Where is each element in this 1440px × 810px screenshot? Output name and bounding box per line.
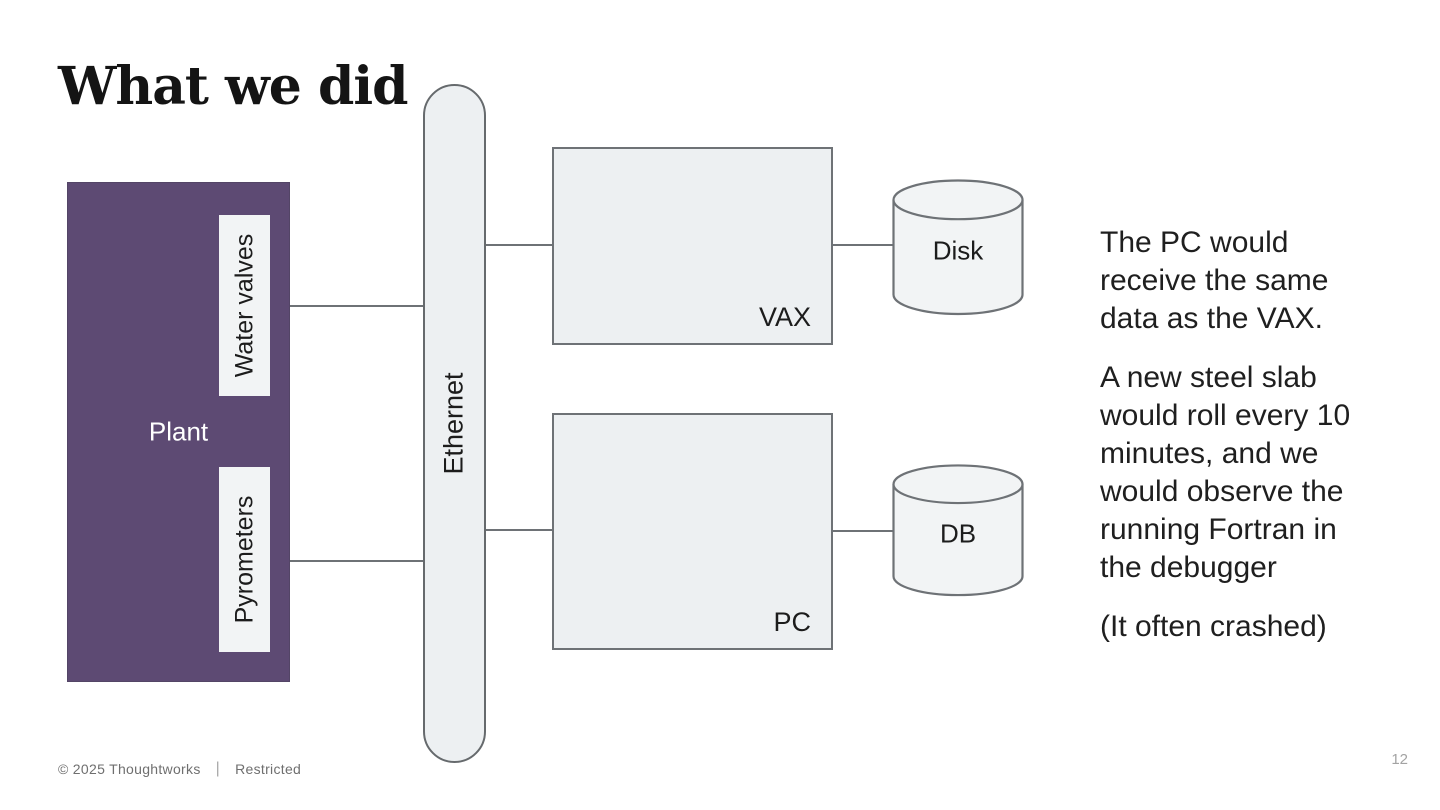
water-valves-label: Water valves [230, 233, 258, 378]
vax-label: VAX [758, 302, 811, 332]
slide-footer: © 2025 Thoughtworks | Restricted [58, 760, 301, 778]
footer-classification: Restricted [235, 761, 302, 777]
water-valves-box: Water valves [219, 215, 270, 396]
cylinder-shape-icon [892, 179, 1024, 316]
ethernet-bus: Ethernet [423, 84, 486, 763]
slide-note: The PC would receive the same data as th… [1100, 224, 1400, 667]
ethernet-label: Ethernet [439, 372, 470, 475]
pyrometers-label: Pyrometers [230, 495, 258, 624]
plant-label: Plant [148, 416, 209, 447]
vax-box: VAX [552, 147, 833, 345]
db-label: DB [939, 518, 977, 549]
db-cylinder: DB [892, 464, 1024, 597]
pc-label: PC [773, 607, 811, 637]
footer-copyright: © 2025 Thoughtworks [58, 761, 201, 777]
disk-cylinder: Disk [892, 179, 1024, 316]
disk-label: Disk [932, 235, 984, 266]
page-title: What we did [58, 56, 408, 117]
plant-box: Plant Water valves Pyrometers [67, 182, 290, 682]
footer-separator: | [215, 760, 221, 777]
note-paragraph: The PC would receive the same data as th… [1100, 226, 1329, 335]
page-number: 12 [1391, 751, 1408, 768]
note-paragraph: A new steel slab would roll every 10 min… [1100, 361, 1351, 584]
pyrometers-box: Pyrometers [219, 467, 270, 652]
cylinder-shape-icon [892, 464, 1024, 597]
pc-box: PC [552, 413, 833, 650]
note-paragraph: (It often crashed) [1100, 610, 1327, 643]
